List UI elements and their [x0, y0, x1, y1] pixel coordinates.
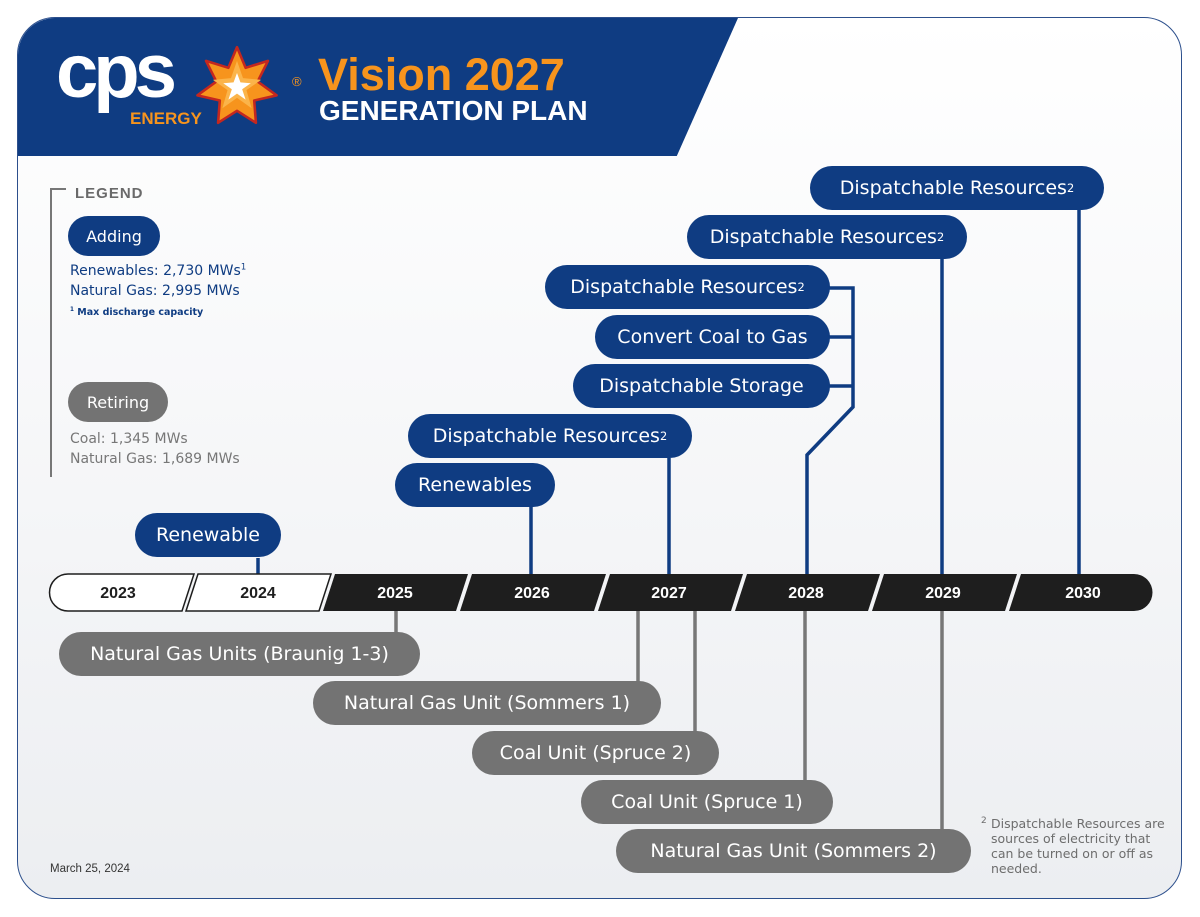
- legend-adding-label: Adding: [86, 226, 142, 246]
- year-label-2025: 2025: [377, 585, 413, 602]
- addition-connectors: [256, 209, 1081, 577]
- addition-label: Convert Coal to Gas: [617, 326, 808, 348]
- retirement-connectors: [394, 610, 944, 830]
- legend-retiring-label: Retiring: [86, 392, 150, 412]
- addition-pill: Dispatchable Storage: [573, 364, 830, 408]
- retirement-label: Natural Gas Unit (Sommers 1): [343, 692, 631, 714]
- legend-adding-gas: Natural Gas: 2,995 MWs: [70, 283, 240, 299]
- publication-date: March 25, 2024: [50, 863, 130, 875]
- registered-mark: ®: [292, 74, 302, 89]
- year-label-2028: 2028: [788, 585, 824, 602]
- retirement-pill: Natural Gas Units (Braunig 1-3): [59, 632, 420, 676]
- legend-title: LEGEND: [75, 185, 144, 202]
- addition-label: Renewables: [418, 474, 532, 496]
- year-label-2023: 2023: [100, 585, 136, 602]
- legend-renewables-note: 1: [240, 261, 247, 272]
- footnote-mark: 2: [981, 816, 987, 826]
- retirement-pill: Coal Unit (Spruce 2): [472, 731, 719, 775]
- legend-adding-renewables: Renewables: 2,730 MWs1: [70, 261, 246, 281]
- legend-renewables-text: Renewables: 2,730 MWs: [70, 263, 241, 279]
- legend-footnote-text: Max discharge capacity: [77, 307, 204, 318]
- logo-subtext: ENERGY: [130, 109, 202, 128]
- cps-energy-logo: cps ENERGY ®: [56, 34, 302, 128]
- page-title: Vision 2027: [318, 49, 565, 100]
- segment-2024: [184, 573, 333, 612]
- addition-label: Dispatchable Resources: [709, 226, 937, 248]
- legend-bracket: [50, 188, 66, 477]
- segment-2027: [598, 574, 743, 611]
- legend-footnote-mark: 1: [70, 306, 74, 313]
- connector-2028-main: [805, 286, 855, 577]
- segment-2029: [872, 574, 1017, 611]
- legend-footnote: 1 Max discharge capacity: [70, 307, 203, 318]
- year-label-2027: 2027: [651, 585, 687, 602]
- footnote-text: Dispatchable Resources are sources of el…: [991, 816, 1165, 876]
- segment-2025: [323, 574, 468, 611]
- addition-pill: Convert Coal to Gas: [595, 315, 830, 359]
- addition-label: Dispatchable Resources: [839, 177, 1067, 199]
- retirement-label: Coal Unit (Spruce 2): [499, 742, 692, 764]
- segment-2026: [460, 574, 606, 611]
- generation-plan-card: cps ENERGY ® Vision 2027 GENERATION PLAN…: [17, 17, 1182, 899]
- logo-wordmark: cps: [56, 29, 177, 114]
- addition-label: Dispatchable Resources: [570, 276, 798, 298]
- page-subtitle: GENERATION PLAN: [319, 95, 588, 126]
- star-icon: [196, 45, 278, 125]
- addition-pill: Renewables: [395, 463, 555, 507]
- legend-adding-badge: Adding: [68, 216, 160, 256]
- retirement-pill: Natural Gas Unit (Sommers 2): [616, 829, 971, 873]
- year-label-2024: 2024: [240, 585, 276, 602]
- legend-retiring-badge: Retiring: [68, 382, 168, 422]
- addition-pill: Renewable: [135, 513, 281, 557]
- retirement-pill: Coal Unit (Spruce 1): [581, 780, 833, 824]
- addition-label: Renewable: [156, 524, 260, 546]
- retirement-label: Natural Gas Unit (Sommers 2): [650, 840, 937, 862]
- addition-label: Dispatchable Storage: [599, 375, 804, 397]
- year-label-2030: 2030: [1065, 585, 1101, 602]
- year-label-2026: 2026: [514, 585, 550, 602]
- legend-retiring-coal: Coal: 1,345 MWs: [70, 431, 188, 447]
- header-banner: [18, 18, 738, 156]
- retirement-pill: Natural Gas Unit (Sommers 1): [313, 681, 661, 725]
- segment-2028: [735, 574, 880, 611]
- segment-2030: [1009, 574, 1153, 611]
- legend-retiring-gas: Natural Gas: 1,689 MWs: [70, 451, 240, 467]
- timeline-graphic: [48, 209, 1153, 830]
- dispatchable-footnote: 2 Dispatchable Resources are sources of …: [981, 816, 1171, 876]
- retirement-label: Coal Unit (Spruce 1): [611, 791, 803, 813]
- segment-2023: [48, 573, 196, 612]
- addition-label: Dispatchable Resources: [432, 425, 660, 447]
- retirement-label: Natural Gas Units (Braunig 1-3): [90, 643, 389, 665]
- year-label-2029: 2029: [925, 585, 961, 602]
